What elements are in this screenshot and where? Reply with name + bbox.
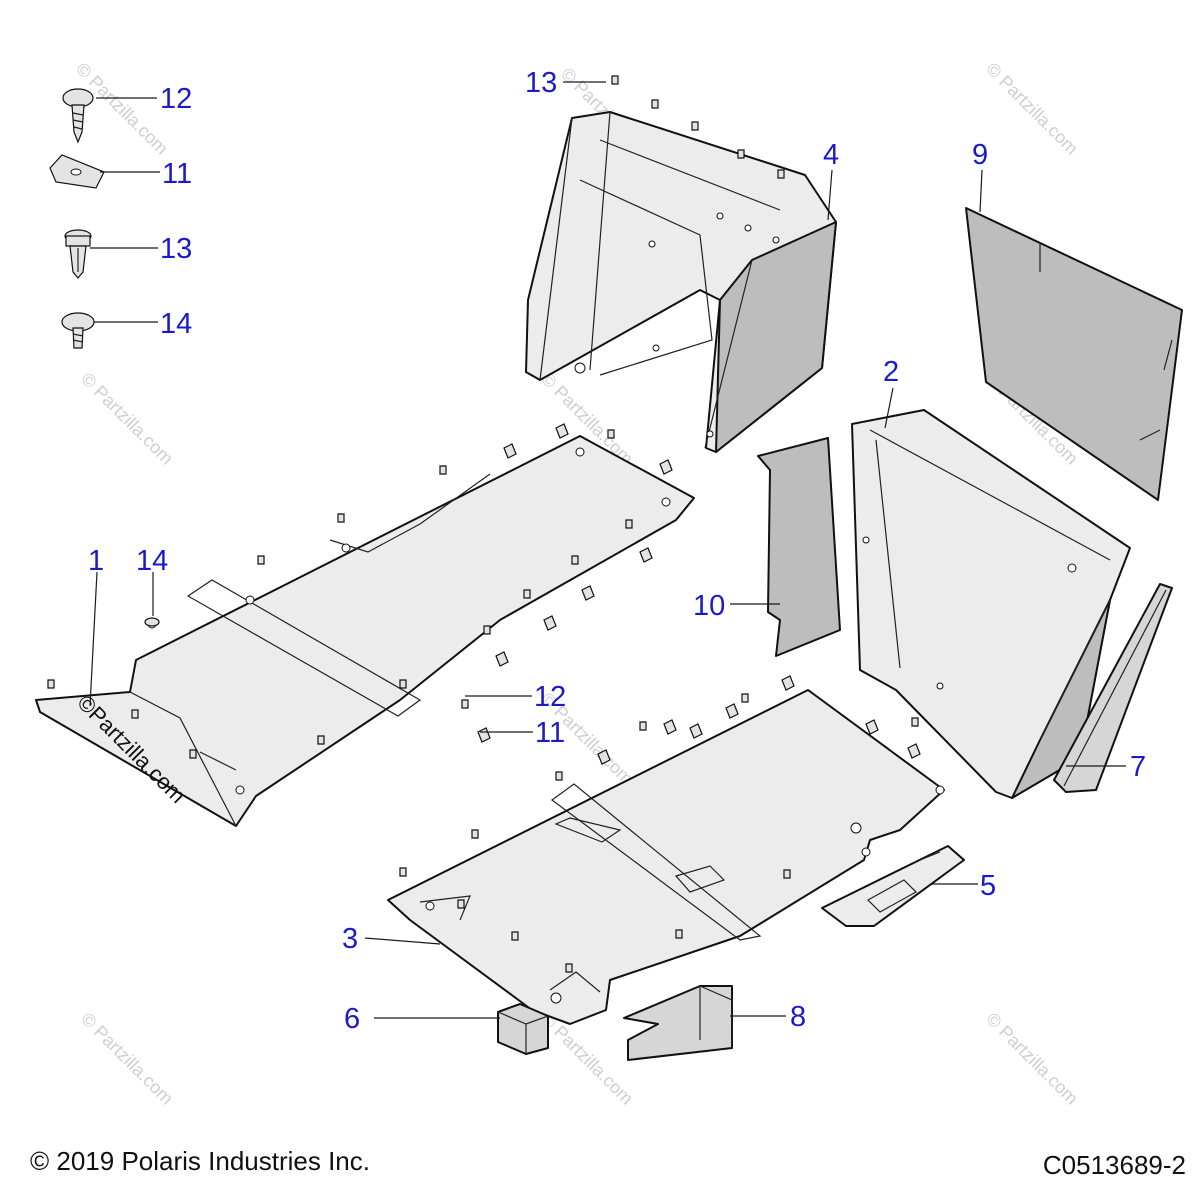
callout-11: 11 xyxy=(162,158,192,190)
part-4-rear-box xyxy=(525,111,837,453)
watermark: © Partzilla.com xyxy=(77,1009,177,1109)
callout-14: 14 xyxy=(136,545,168,577)
callout-9: 9 xyxy=(972,139,988,171)
callout-4: 4 xyxy=(823,139,839,171)
callout-7: 7 xyxy=(1130,751,1146,783)
part-3-right-floor xyxy=(387,689,945,1025)
fastener-14-push-pin xyxy=(61,312,95,349)
fastener-11-clip-nut xyxy=(49,154,105,189)
part-10-side-panel xyxy=(757,437,841,657)
callout-1: 1 xyxy=(88,545,104,577)
callout-12: 12 xyxy=(160,83,192,115)
part-5-plate xyxy=(821,845,965,927)
callout-14: 14 xyxy=(160,308,192,340)
watermark: © Partzilla.com xyxy=(72,59,172,159)
callout-2: 2 xyxy=(883,356,899,388)
part-6-block xyxy=(497,1003,549,1055)
callout-labels: 12 11 13 14 13 4 9 2 10 1 14 12 11 7 5 3… xyxy=(88,67,1146,1035)
fastener-12-screw xyxy=(62,88,94,144)
part-13-fasteners-upper xyxy=(611,75,785,179)
callout-5: 5 xyxy=(980,870,996,902)
callout-8: 8 xyxy=(790,1001,806,1033)
callout-11: 11 xyxy=(535,717,565,749)
callout-6: 6 xyxy=(344,1003,360,1035)
part-8-notched-block xyxy=(623,985,733,1061)
callout-12: 12 xyxy=(534,681,566,713)
watermark: © Partzilla.com xyxy=(982,59,1082,159)
part-1-fasteners xyxy=(47,423,673,759)
part-7-strip xyxy=(1053,583,1173,793)
watermark: © Partzilla.com xyxy=(77,369,177,469)
callout-3: 3 xyxy=(342,923,358,955)
callout-13: 13 xyxy=(160,233,192,265)
fastener-13-push-rivet xyxy=(64,229,92,279)
part-3-fasteners xyxy=(399,675,921,973)
watermark: © Partzilla.com xyxy=(537,1009,637,1109)
part-1-left-floor xyxy=(35,435,695,827)
callout-10: 10 xyxy=(693,590,725,622)
callout-13: 13 xyxy=(525,67,557,99)
drawing-number: C0513689-2 xyxy=(1042,1150,1186,1180)
part-9-flat-panel xyxy=(965,207,1183,501)
copyright-notice: © 2019 Polaris Industries Inc. xyxy=(30,1146,370,1176)
part-2-side-box xyxy=(851,409,1131,799)
leader-lines xyxy=(89,81,1126,1019)
watermark: © Partzilla.com xyxy=(982,1009,1082,1109)
